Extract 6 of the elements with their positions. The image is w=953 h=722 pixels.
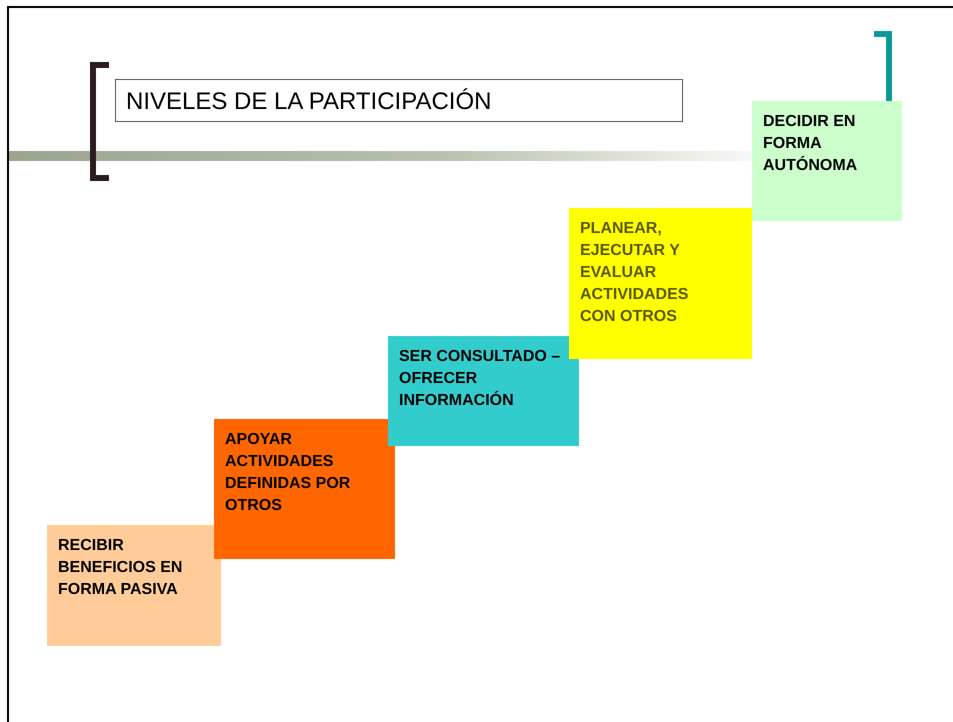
step-box: APOYAR ACTIVIDADES DEFINIDAS POR OTROS xyxy=(214,419,395,559)
step-box: DECIDIR EN FORMA AUTÓNOMA xyxy=(752,101,902,221)
step-box: SER CONSULTADO – OFRECER INFORMACIÓN xyxy=(388,336,579,446)
slide-title: NIVELES DE LA PARTICIPACIÓN xyxy=(115,79,683,122)
step-box: PLANEAR, EJECUTAR Y EVALUAR ACTIVIDADES CON OTROS xyxy=(569,208,752,359)
step-box: RECIBIR BENEFICIOS EN FORMA PASIVA xyxy=(47,525,221,646)
